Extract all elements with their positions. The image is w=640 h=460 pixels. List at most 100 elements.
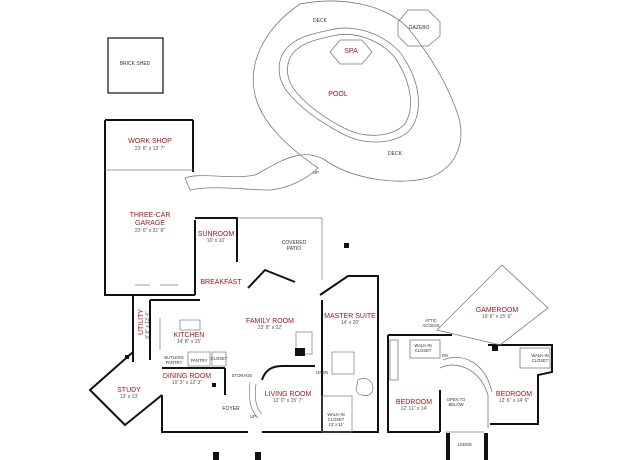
post [125,355,129,359]
pantry-label: PANTRY [191,358,208,363]
labels: DECK GAZEBO SPA POOL DECK BRICK SHED UP … [117,18,549,447]
kitchen-island-block [179,319,201,331]
kitchen-name: KITCHEN [174,332,205,339]
foyer-stair [248,381,259,419]
garage-name-2: GARAGE [135,220,165,227]
sunroom-name: SUNROOM [198,231,235,238]
walkin-left-line2: CLOSET [415,348,432,353]
upper-floor-posts [446,345,498,460]
covered-patio-line2: PATIO [287,246,301,252]
bedroom-left-wall [387,335,440,433]
family-room-name: FAMILY ROOM [246,318,294,325]
vanity-left [389,339,399,381]
storage-label: STORAGE [232,373,253,378]
main-floor-walls [88,119,379,433]
sunroom-dim: 10' x 10' [207,238,225,244]
post [255,452,261,460]
pantry-block [187,351,211,367]
closet-block [211,351,227,367]
garage-name-1: THREE-CAR [130,212,171,219]
foyer-up-label: UP [250,414,256,419]
bedroom-right-dim: 12' 6" x 14' 6" [499,398,529,404]
post [295,348,305,356]
outdoor-area [184,0,462,191]
utility-name: UTILITY [138,309,145,335]
post [446,433,450,460]
master-suite-dim: 14' x 20' [341,320,359,326]
post [212,383,216,387]
bedroom-right-name: BEDROOM [496,391,532,398]
walkin-left-line1: WALK-IN [414,343,431,348]
gameroom-name: GAMEROOM [476,307,519,314]
study-name: STUDY [117,387,141,394]
master-walkin-line2: CLOSET [328,417,345,422]
post [484,433,488,460]
walkin-right-line2: CLOSET [532,358,549,363]
post [492,345,498,351]
brick-shed-outline [107,37,164,94]
pool-inner-outline [287,34,411,136]
deck-outline [184,0,462,191]
open-below-line1: OPEN TO [447,397,466,402]
dining-room-dim: 10' 3" x 12' 3" [172,380,202,386]
main-floor-details [105,169,374,433]
garage-dim: 23' 6" x 31' 8" [135,228,165,234]
kitchen-dim: 14' 8" x 15' [177,339,201,345]
open-below-line2: BELOW [448,402,463,407]
pool-outline [278,27,419,143]
master-walkin-line1: WALK-IN [327,412,344,417]
gazebo-outline [397,9,441,47]
ledge-label: LEDGE [458,442,472,447]
gameroom-outline [436,264,549,346]
post [344,243,349,248]
deck-right-label: DECK [388,151,403,157]
foyer-stair-inner [254,383,263,415]
bedroom-left-dim: 12' 11" x 14' [401,406,428,412]
spa-outline [329,39,373,65]
stair-curve [442,356,493,393]
walkin-right-line1: WALK-IN [531,353,548,358]
breakfast-label: BREAKFAST [200,279,242,286]
open-to-below-curve [439,364,489,428]
attic-access-line2: ACCESS [422,323,439,328]
closet-right [519,347,551,369]
closet-label: CLOSET [211,356,228,361]
garage-outer-wall [104,120,195,296]
dining-room-name: DINING ROOM [163,373,211,380]
south-wall [161,395,248,433]
dn-label: DN [442,353,448,358]
gameroom-dim: 19' 6" x 15' 6" [482,314,512,320]
attic-access-line1: ATTIC [425,318,437,323]
living-room-name: LIVING ROOM [265,391,312,398]
upper-floor-walls [387,334,553,433]
pool-up-label: UP [313,170,319,175]
gazebo-label: GAZEBO [409,25,430,31]
family-room-dim: 23' 8" x 22' [258,325,282,331]
post [213,452,219,460]
master-north [319,275,379,433]
bedroom-right-wall [488,344,553,425]
bedroom-left-name: BEDROOM [396,399,432,406]
upper-floor-details [389,264,551,433]
covered-patio-line1: COVERED [282,240,307,246]
closet-left [409,339,441,359]
butlers-pantry-line2: PANTRY [166,360,183,365]
foyer-label: FOYER [222,406,240,412]
master-closet [321,395,353,433]
study-dim: 13' x 13' [120,394,138,400]
family-room-north [247,268,296,289]
pool-label: POOL [328,91,348,98]
living-room-dim: 12' 0" x 15' 7" [273,398,303,404]
tub-outline [355,378,374,396]
utility-dim: 8' 8" x 13' 4" [145,311,151,339]
brick-shed-label: BRICK SHED [120,61,151,67]
workshop-dim: 23' 6" x 13' 7" [135,146,165,152]
spa-label: SPA [344,48,358,55]
butlers-pantry-line1: BUTLERS [164,355,184,360]
master-suite-name: MASTER SUITE [324,313,376,320]
living-room-bay [261,365,315,381]
study-wall [88,351,163,427]
workshop-name: WORK SHOP [128,138,172,145]
